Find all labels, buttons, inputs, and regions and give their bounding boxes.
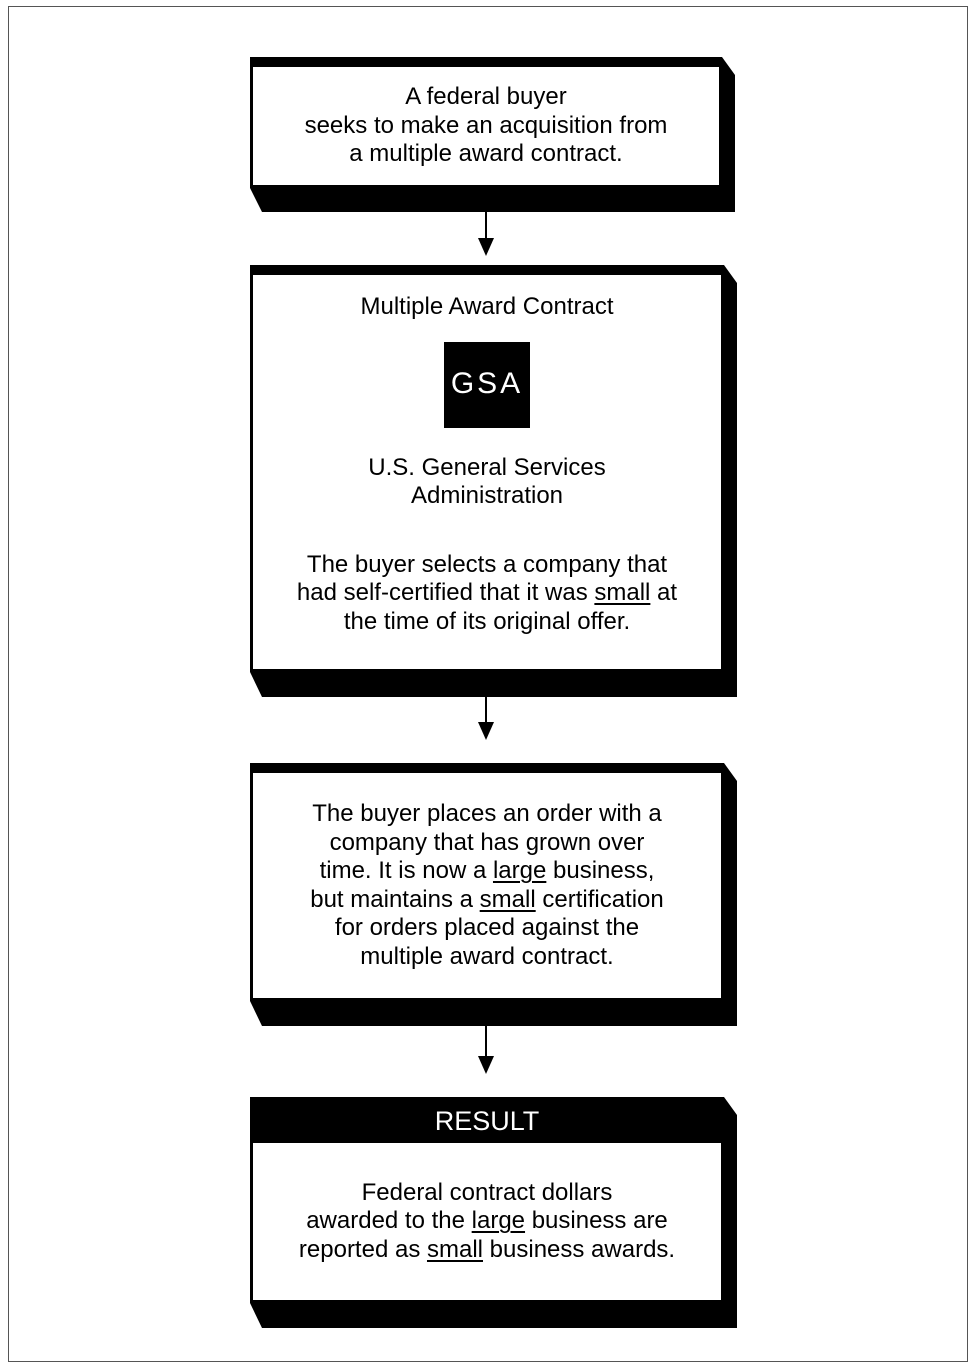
result-underlined-small: small [426,1235,483,1263]
box2-text-line-2: had self-certified that it was small at [297,579,677,608]
result-line-2-post: business are [525,1207,668,1235]
step-box-federal-buyer: A federal buyer seeks to make an acquisi… [250,64,722,188]
box3-line-3-post: business, [546,857,655,884]
arrow-1-head [478,238,494,256]
result-line-3-post: business awards. [483,1235,676,1263]
arrow-2-head [478,722,494,740]
box3-line-4-post: certification [535,885,664,913]
box1-line-1: A federal buyer [405,83,567,111]
result-header: RESULT [253,1100,721,1143]
box3-line-4: but maintains a small certification [310,886,664,915]
result-line-2-pre: awarded to the [306,1207,472,1235]
arrow-3-head [478,1056,494,1074]
box2-underlined-small: small [594,579,651,606]
figure-frame [8,6,968,1362]
box3-line-3-pre: time. It is now a [319,857,493,884]
result-line-1: Federal contract dollars [361,1178,613,1206]
box2-text-line-2-post: at [650,579,678,606]
box3-line-2: company that has grown over [329,828,645,856]
box2-title: Multiple Award Contract [360,293,614,320]
box3-line-6: multiple award contract. [360,942,614,970]
result-underlined-large: large [471,1207,526,1235]
result-line-3-pre: reported as [298,1235,427,1263]
box1-line-2: seeks to make an acquisition from [304,111,668,139]
box2-org-line-1: U.S. General Services [368,453,606,481]
box2-text-line-1: The buyer selects a company that [306,550,668,578]
gsa-logo-text: GSA [450,367,524,401]
box2-org-line-2: Administration [410,482,564,509]
result-line-3: reported as small business awards. [299,1236,675,1265]
step-box-order-placed: The buyer places an order with a company… [250,770,724,1001]
result-line-2: awarded to the large business are [306,1207,668,1236]
box3-line-5: for orders placed against the [334,914,640,941]
step-box-multiple-award-contract: Multiple Award Contract GSA U.S. General… [250,272,724,672]
box2-text-line-2-pre: had self-certified that it was [296,579,595,606]
box3-underlined-large: large [492,857,547,884]
box3-line-3: time. It is now a large business, [320,857,655,886]
box2-text-line-3: the time of its original offer. [343,607,631,635]
box3-underlined-small: small [479,885,536,913]
box3-line-1: The buyer places an order with a [312,800,662,827]
result-box: RESULT Federal contract dollars awarded … [250,1097,724,1303]
box3-line-4-pre: but maintains a [310,885,480,913]
gsa-logo: GSA [444,341,530,428]
box1-line-3: a multiple award contract. [349,140,623,168]
